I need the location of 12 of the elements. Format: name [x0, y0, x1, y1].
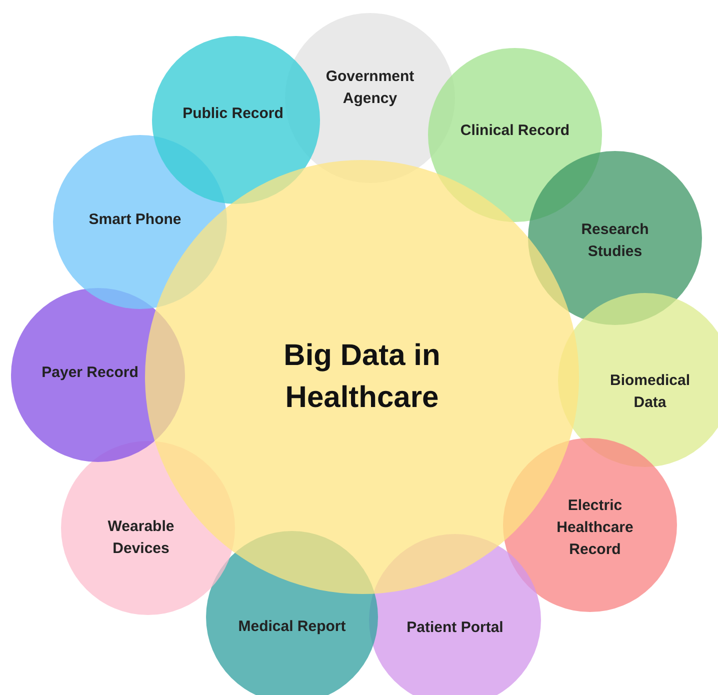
topic-label: Biomedical Data [608, 371, 692, 413]
topic-label: Medical Report [237, 617, 347, 638]
topic-label: Clinical Record [460, 121, 570, 142]
topic-label: Electric Healthcare Record [556, 496, 634, 560]
topic-label: Payer Record [40, 363, 140, 384]
topic-label: Public Record [182, 104, 284, 124]
title-text: Big Data in Healthcare [282, 338, 442, 416]
topic-label: Patient Portal [406, 618, 504, 638]
topic-label: Research Studies [580, 220, 650, 262]
topic-label: Wearable Devices [106, 517, 176, 559]
topic-label: Government Agency [324, 67, 416, 109]
topic-label: Smart Phone [88, 210, 182, 230]
